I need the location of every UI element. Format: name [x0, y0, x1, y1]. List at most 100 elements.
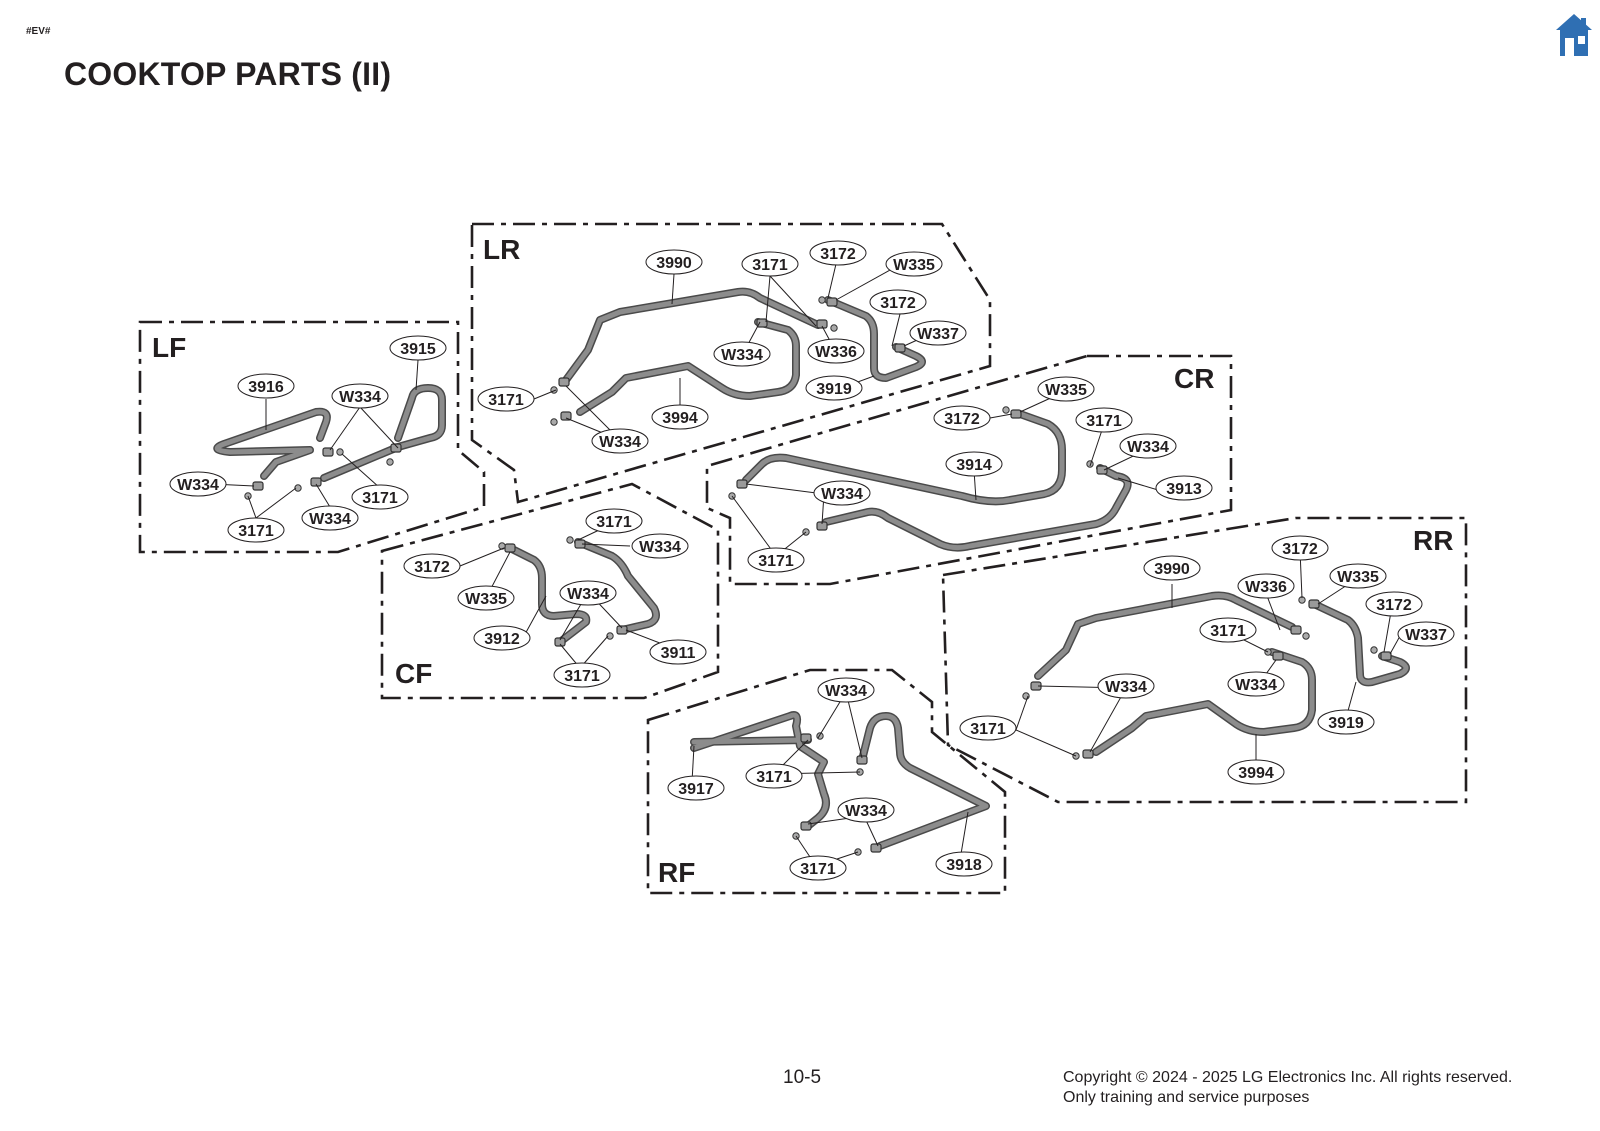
home-button[interactable]	[1554, 12, 1594, 58]
cf-boundary	[380, 482, 720, 700]
callout-rf-3171-a[interactable]: 3171	[745, 763, 803, 789]
callout-label: 3172	[944, 411, 980, 428]
callout-label: W334	[567, 586, 609, 603]
callout-lf-3171-a[interactable]: 3171	[351, 484, 409, 510]
callout-lr-w334-b[interactable]: W334	[591, 428, 649, 454]
callout-rr-3919[interactable]: 3919	[1317, 709, 1375, 735]
callout-cr-3171-a[interactable]: 3171	[1075, 407, 1133, 433]
callout-lr-w336[interactable]: W336	[807, 338, 865, 364]
callout-rr-w334-b[interactable]: W334	[1227, 671, 1285, 697]
callout-cf-3172[interactable]: 3172	[403, 553, 461, 579]
callout-label: 3171	[1086, 413, 1122, 430]
callout-cf-3912[interactable]: 3912	[473, 625, 531, 651]
callout-label: W335	[465, 591, 507, 608]
callout-lf-w334-c[interactable]: W334	[301, 505, 359, 531]
callout-label: W334	[1105, 679, 1147, 696]
callout-rr-w335[interactable]: W335	[1329, 563, 1387, 589]
callout-label: 3911	[661, 645, 696, 662]
usage-notice: Only training and service purposes	[1063, 1089, 1310, 1106]
callout-label: 3171	[800, 861, 836, 878]
callout-rf-3171-b[interactable]: 3171	[789, 855, 847, 881]
callout-rr-w336[interactable]: W336	[1237, 573, 1295, 599]
callout-label: W334	[599, 434, 641, 451]
callout-lr-w337[interactable]: W337	[909, 320, 967, 346]
callout-cr-3171-b[interactable]: 3171	[747, 547, 805, 573]
callout-rr-w334-a[interactable]: W334	[1097, 673, 1155, 699]
callout-lr-w334-a[interactable]: W334	[713, 341, 771, 367]
callout-label: 3990	[1154, 561, 1190, 578]
callout-rf-3918[interactable]: 3918	[935, 851, 993, 877]
callout-rr-3171-b[interactable]: 3171	[959, 715, 1017, 741]
callout-lf-3915[interactable]: 3915	[389, 335, 447, 361]
callout-label: W336	[1245, 579, 1287, 596]
callout-lr-3919[interactable]: 3919	[805, 375, 863, 401]
callout-rr-3994[interactable]: 3994	[1227, 759, 1285, 785]
section-label-rr: RR	[1413, 525, 1453, 556]
callout-label: 3994	[1238, 765, 1274, 782]
section-label-cr: CR	[1174, 363, 1214, 394]
callout-label: 3171	[758, 553, 794, 570]
callout-label: 3171	[1210, 623, 1246, 640]
callout-label: W334	[821, 486, 863, 503]
callout-rf-w334-a[interactable]: W334	[817, 677, 875, 703]
callout-label: W334	[721, 347, 763, 364]
callout-label: 3916	[248, 379, 284, 396]
callout-label: 3917	[678, 781, 714, 798]
callout-lf-3171-b[interactable]: 3171	[227, 517, 285, 543]
callout-rf-3917[interactable]: 3917	[667, 775, 725, 801]
callout-cr-3172[interactable]: 3172	[933, 405, 991, 431]
callout-cf-3911[interactable]: 3911	[649, 639, 707, 665]
callout-label: 3914	[956, 457, 992, 474]
callout-lr-w335[interactable]: W335	[885, 251, 943, 277]
callout-label: 3172	[414, 559, 450, 576]
callout-lr-3172-b[interactable]: 3172	[869, 289, 927, 315]
callout-lf-w334-a[interactable]: W334	[331, 383, 389, 409]
callout-cf-3171-a[interactable]: 3171	[585, 508, 643, 534]
callout-label: 3913	[1166, 481, 1202, 498]
callout-label: W335	[1045, 382, 1087, 399]
callout-cf-3171-b[interactable]: 3171	[553, 662, 611, 688]
ev-tag: #EV#	[26, 26, 51, 37]
callout-label: W334	[309, 511, 351, 528]
callout-rr-3990[interactable]: 3990	[1143, 555, 1201, 581]
callout-cr-3914[interactable]: 3914	[945, 451, 1003, 477]
callout-rr-3171-a[interactable]: 3171	[1199, 617, 1257, 643]
callout-label: 3171	[488, 392, 524, 409]
callout-lr-3172-a[interactable]: 3172	[809, 240, 867, 266]
callout-cf-w334-a[interactable]: W334	[631, 533, 689, 559]
callout-label: W334	[639, 539, 681, 556]
callout-label: 3171	[362, 490, 398, 507]
callout-label: 3172	[880, 295, 916, 312]
callout-rr-3172-a[interactable]: 3172	[1271, 535, 1329, 561]
callout-lf-w334-b[interactable]: W334	[169, 471, 227, 497]
callout-label: W334	[845, 803, 887, 820]
callout-lr-3990[interactable]: 3990	[645, 249, 703, 275]
lf-boundary	[138, 320, 486, 554]
cr-boundary	[705, 354, 1233, 586]
callout-label: 3171	[970, 721, 1006, 738]
callout-label: 3994	[662, 410, 698, 427]
callout-lf-3916[interactable]: 3916	[237, 373, 295, 399]
lr-boundary	[470, 222, 992, 504]
callout-label: 3919	[1328, 715, 1364, 732]
callout-rf-w334-b[interactable]: W334	[837, 797, 895, 823]
callout-lr-3171-b[interactable]: 3171	[477, 386, 535, 412]
callout-label: W337	[917, 326, 959, 343]
callout-rr-w337[interactable]: W337	[1397, 621, 1455, 647]
callout-cf-w335[interactable]: W335	[457, 585, 515, 611]
callout-cr-w335[interactable]: W335	[1037, 376, 1095, 402]
callout-cr-3913[interactable]: 3913	[1155, 475, 1213, 501]
callout-lr-3994[interactable]: 3994	[651, 404, 709, 430]
callout-rr-3172-b[interactable]: 3172	[1365, 591, 1423, 617]
page-number: 10-5	[783, 1067, 822, 1088]
callout-cr-w334-b[interactable]: W334	[813, 480, 871, 506]
callout-label: 3171	[564, 668, 600, 685]
callout-lr-3171-a[interactable]: 3171	[741, 251, 799, 277]
callout-cf-w334-b[interactable]: W334	[559, 580, 617, 606]
callout-cr-w334-a[interactable]: W334	[1119, 433, 1177, 459]
callout-label: 3171	[752, 257, 788, 274]
callout-label: W337	[1405, 627, 1447, 644]
callout-label: W334	[339, 389, 381, 406]
section-label-cf: CF	[395, 658, 432, 689]
